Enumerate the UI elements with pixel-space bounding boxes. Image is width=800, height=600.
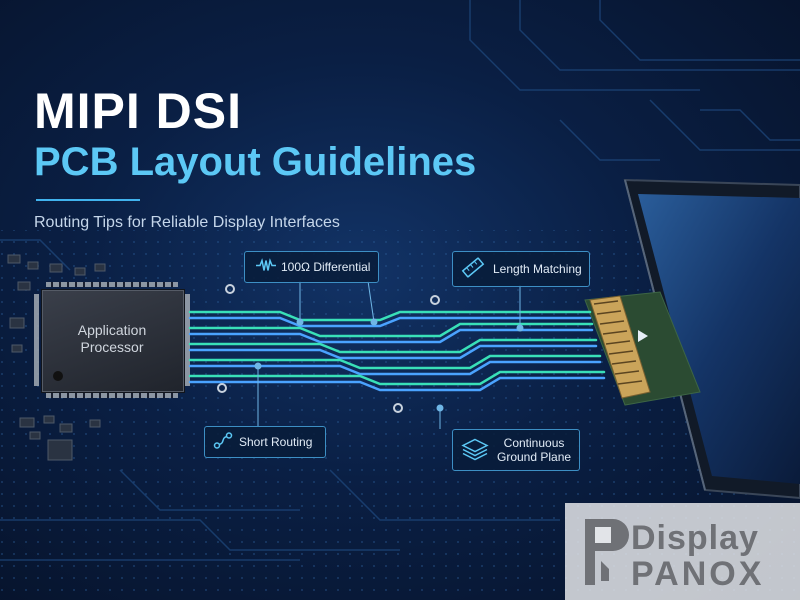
pin1-marker [53,371,63,381]
callout-length-matching-label: Length Matching [493,262,582,276]
callout-ground-plane-line1: Continuous [503,436,565,450]
watermark-line1: Display [631,519,759,557]
processor-label-line2: Processor [80,339,144,355]
callout-differential-label: 100Ω Differential [281,260,371,274]
subtitle: Routing Tips for Reliable Display Interf… [34,214,340,231]
callout-length-matching: Length Matching [452,251,590,287]
callout-short-routing-label: Short Routing [239,435,313,449]
watermark: Display PANOX [565,503,800,600]
smd-components [7,254,106,461]
callout-ground-plane-label: Continuous Ground Plane [497,436,571,464]
callout-ground-plane-line2: Ground Plane [497,450,572,464]
background-traces [0,0,800,561]
chip-pin-gaps [51,282,173,398]
waveform-icon [255,257,277,276]
application-processor-chip [42,290,184,392]
callout-short-routing: Short Routing [204,426,326,458]
layers-icon [461,437,489,464]
callout-leaders [254,280,524,429]
ground-vias [217,284,440,413]
callout-differential: 100Ω Differential [244,251,379,283]
callout-ground-plane: Continuous Ground Plane [452,429,580,471]
watermark-line2: PANOX [631,555,765,593]
ruler-icon [461,256,485,281]
processor-label: Application Processor [42,322,182,356]
title-line-1: MIPI DSI [34,83,243,139]
route-icon [213,432,233,453]
play-icon [638,330,648,342]
chip-pins [34,282,190,398]
processor-label-line1: Application [77,322,147,338]
differential-traces [188,310,606,392]
watermark-logo [585,519,629,585]
title-underline [36,199,140,201]
title-line-2: PCB Layout Guidelines [34,140,477,184]
fpc-connector [584,291,701,406]
